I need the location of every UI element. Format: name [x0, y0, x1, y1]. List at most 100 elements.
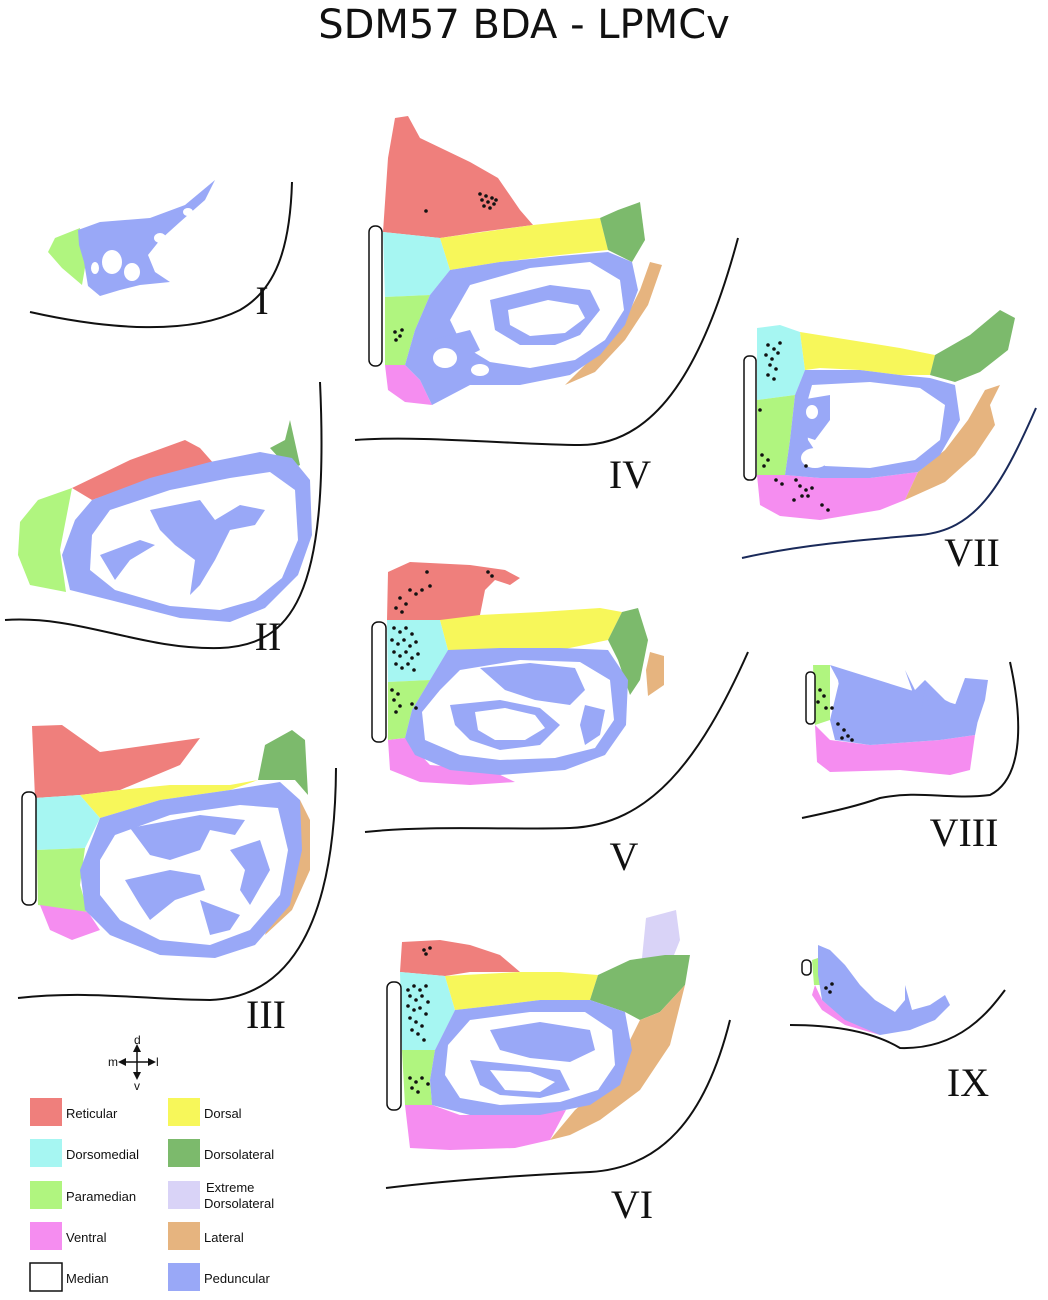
section-vi-reticular: [400, 940, 520, 976]
section-vii-outline: [741, 407, 1037, 559]
section-label-iv: IV: [609, 452, 651, 497]
legend-label-dorsolateral: Dorsolateral: [204, 1147, 274, 1162]
section-v: V: [364, 562, 749, 879]
section-iv-labeled-cells: [393, 192, 498, 342]
section-i-paramedian: [48, 228, 86, 285]
section-v-dorsal: [440, 608, 622, 652]
orientation-compass: d m l v: [108, 1033, 159, 1093]
section-v-outline: [364, 651, 749, 833]
section-viii-median: [805, 671, 816, 725]
section-ix-median: [801, 959, 812, 976]
section-v-labeled-cells: [390, 570, 494, 714]
legend-swatch-ventral: [30, 1222, 62, 1250]
legend-swatch-dorsal: [168, 1098, 200, 1126]
section-label-iii: III: [246, 992, 286, 1037]
section-vii-dorsal: [800, 332, 935, 375]
section-ix-labeled-cells: [824, 982, 834, 994]
legend-label-dorsal: Dorsal: [204, 1106, 242, 1121]
section-label-i: I: [255, 278, 268, 323]
legend-label-reticular: Reticular: [66, 1106, 118, 1121]
section-ii-reticular: [72, 440, 215, 500]
section-ii-paramedian: [18, 488, 72, 592]
section-i: I: [29, 180, 293, 329]
legend-label-extreme-line1: Extreme: [206, 1180, 254, 1195]
section-vii-labeled-cells: [758, 341, 830, 512]
section-v-lateral: [646, 652, 664, 696]
compass-lateral-label: l: [156, 1055, 159, 1069]
legend-swatch-dorsolateral: [168, 1139, 200, 1167]
section-ii-outline: [4, 381, 323, 650]
legend-swatch-peduncular: [168, 1263, 200, 1291]
section-iii-reticular: [32, 725, 200, 798]
section-iv-reticular: [383, 116, 533, 238]
section-ix: IX: [789, 945, 1006, 1105]
section-iv-outline: [354, 237, 739, 447]
legend-swatch-dorsomedial: [30, 1139, 62, 1167]
section-i-peduncular: [78, 180, 215, 296]
section-vi-dorsal: [445, 972, 598, 1010]
compass-dorsal-label: d: [134, 1033, 141, 1047]
section-iii-median: [21, 791, 37, 906]
section-iii-dorsal: [80, 780, 258, 818]
section-vii-paramedian: [757, 395, 795, 475]
section-iv: IV: [354, 116, 739, 497]
section-label-vi: VI: [611, 1182, 653, 1227]
section-iv-dorsomedial: [383, 232, 450, 297]
section-ix-ventral: [812, 985, 880, 1035]
section-v-median: [371, 621, 387, 743]
section-vi-ventral: [405, 1105, 566, 1150]
section-iii-ventral: [40, 905, 100, 940]
section-viii-ventral: [815, 725, 975, 775]
section-vii-median: [743, 355, 757, 481]
section-ii: II: [4, 381, 323, 659]
legend-swatch-extreme-dorsolateral: [168, 1181, 200, 1209]
section-vii: VII: [741, 310, 1037, 575]
legend-label-peduncular: Peduncular: [204, 1271, 270, 1286]
legend-label-dorsomedial: Dorsomedial: [66, 1147, 139, 1162]
legend-swatch-reticular: [30, 1098, 62, 1126]
section-viii-paramedian: [813, 665, 830, 725]
legend-label-extreme-line2: Dorsolateral: [204, 1196, 274, 1211]
section-viii-peduncular: [830, 665, 988, 745]
section-iii-dorsolateral: [258, 730, 308, 795]
legend-swatch-median: [29, 1262, 63, 1292]
section-iv-ventral: [385, 365, 432, 405]
compass-medial-label: m: [108, 1055, 118, 1069]
section-vi-outline: [385, 1019, 731, 1189]
section-label-vii: VII: [944, 530, 1000, 575]
section-iii-outline: [17, 767, 337, 1002]
section-iv-median: [368, 225, 383, 367]
section-ix-outline: [789, 989, 1006, 1050]
legend-label-median: Median: [66, 1271, 109, 1286]
section-v-dorsolateral: [608, 608, 648, 695]
section-label-ix: IX: [947, 1060, 989, 1105]
section-label-ii: II: [255, 614, 282, 659]
section-ii-dorsolateral: [270, 420, 300, 470]
section-viii-outline: [801, 661, 1020, 819]
legend-swatch-paramedian: [30, 1181, 62, 1209]
compass-ventral-label: v: [134, 1079, 140, 1093]
section-iv-lateral: [565, 262, 662, 385]
legend: Reticular Dorsomedial Paramedian Ventral…: [29, 1098, 274, 1292]
section-vi-dorsolateral: [590, 955, 690, 1020]
section-label-viii: VIII: [930, 810, 999, 855]
section-vi-labeled-cells: [406, 946, 432, 1094]
legend-label-paramedian: Paramedian: [66, 1189, 136, 1204]
section-vi-lateral: [550, 985, 685, 1140]
legend-swatch-lateral: [168, 1222, 200, 1250]
section-vi-median: [386, 981, 402, 1111]
section-viii: VIII: [801, 661, 1020, 855]
section-vi-paramedian: [402, 1050, 435, 1105]
section-vii-dorsolateral: [930, 310, 1015, 382]
section-vi-dorsomedial: [400, 972, 455, 1050]
legend-label-lateral: Lateral: [204, 1230, 244, 1245]
section-v-reticular: [387, 562, 520, 622]
legend-label-ventral: Ventral: [66, 1230, 107, 1245]
section-vii-ventral: [757, 472, 918, 520]
section-ix-peduncular: [818, 945, 950, 1035]
section-iv-dorsolateral: [600, 202, 645, 262]
section-iv-paramedian: [385, 295, 430, 365]
section-label-v: V: [610, 834, 639, 879]
section-iii-paramedian: [37, 848, 88, 912]
